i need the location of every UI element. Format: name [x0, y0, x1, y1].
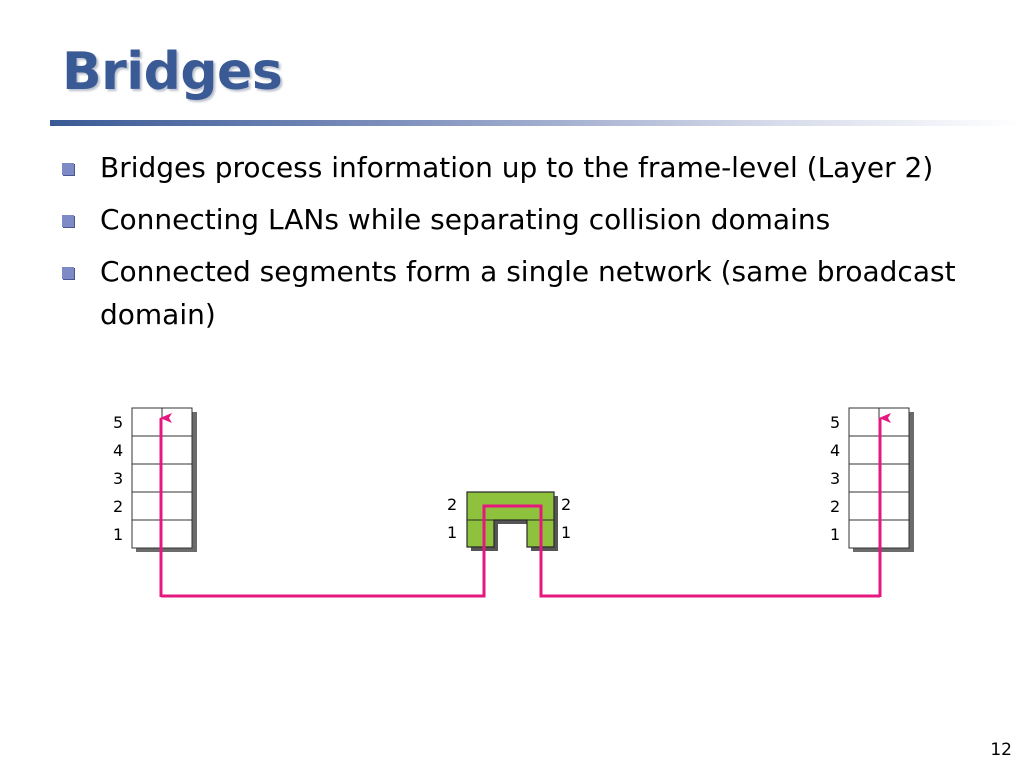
bullet-item: Bridges process information up to the fr…: [58, 146, 978, 189]
bullet-text: Connected segments form a single network…: [100, 255, 956, 331]
bullet-list: Bridges process information up to the fr…: [58, 146, 978, 345]
bridge-device: 2 1 2 1: [447, 491, 571, 551]
data-path: [159, 413, 891, 598]
title-underline: [50, 120, 1024, 126]
left-layer-label: 3: [113, 469, 123, 488]
bridge-right-layer-label: 2: [561, 495, 571, 514]
bullet-text: Connecting LANs while separating collisi…: [100, 203, 831, 236]
left-protocol-stack: 5 4 3 2 1: [113, 407, 197, 552]
right-layer-label: 5: [830, 413, 840, 432]
bullet-text: Bridges process information up to the fr…: [100, 151, 934, 184]
left-layer-label: 1: [113, 525, 123, 544]
bullet-marker: [62, 163, 74, 175]
bridge-right-layer-label: 1: [561, 523, 571, 542]
bullet-marker: [62, 215, 74, 227]
right-layer-label: 2: [830, 497, 840, 516]
bridge-left-layer-label: 1: [447, 523, 457, 542]
bullet-marker: [62, 267, 74, 279]
left-layer-label: 5: [113, 413, 123, 432]
bullet-item: Connected segments form a single network…: [58, 250, 978, 336]
left-layer-label: 4: [113, 441, 123, 460]
path-line: [161, 504, 880, 598]
right-layer-label: 1: [830, 525, 840, 544]
slide-title: Bridges: [62, 42, 283, 102]
left-layer-label: 2: [113, 497, 123, 516]
right-layer-label: 3: [830, 469, 840, 488]
bullet-item: Connecting LANs while separating collisi…: [58, 198, 978, 241]
right-protocol-stack: 5 4 3 2 1: [830, 407, 914, 552]
right-layer-label: 4: [830, 441, 840, 460]
bridge-left-layer-label: 2: [447, 495, 457, 514]
page-number: 12: [990, 740, 1012, 760]
left-stack-layers: [131, 407, 193, 549]
